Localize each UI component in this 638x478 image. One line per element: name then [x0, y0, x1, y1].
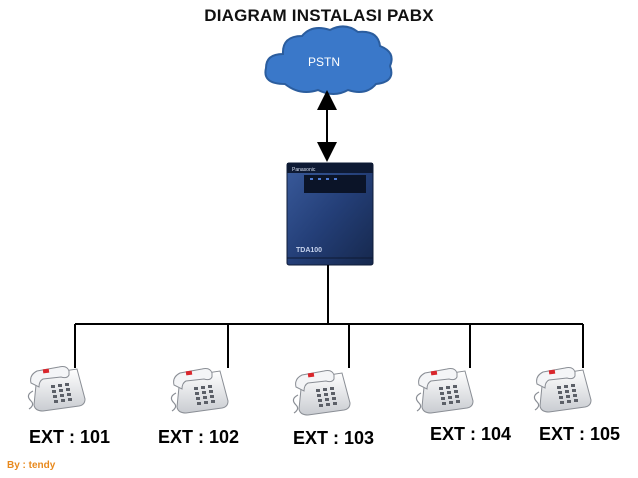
desk-phone-icon: [415, 367, 474, 414]
pabx-unit: Panasonic TDA100: [286, 162, 374, 266]
cloud-label: PSTN: [308, 55, 340, 69]
pstn-cloud: PSTN: [264, 25, 393, 95]
desk-phone-icon: [533, 366, 592, 413]
desk-phone-icon: [27, 365, 86, 412]
extension-label-101: EXT : 101: [29, 427, 111, 447]
author-credit: By : tendy: [7, 460, 56, 471]
desk-phone-icon: [170, 367, 229, 414]
extension-label-104: EXT : 104: [430, 424, 512, 444]
cloud-icon: [264, 25, 393, 95]
extension-label-102: EXT : 102: [158, 427, 240, 447]
pabx-brand: Panasonic: [292, 167, 316, 173]
desk-phone-icon: [292, 369, 351, 416]
extension-label-103: EXT : 103: [293, 428, 375, 448]
pabx-model: TDA100: [296, 247, 322, 254]
extension-label-105: EXT : 105: [539, 424, 621, 444]
diagram-title: DIAGRAM INSTALASI PABX: [204, 6, 434, 25]
